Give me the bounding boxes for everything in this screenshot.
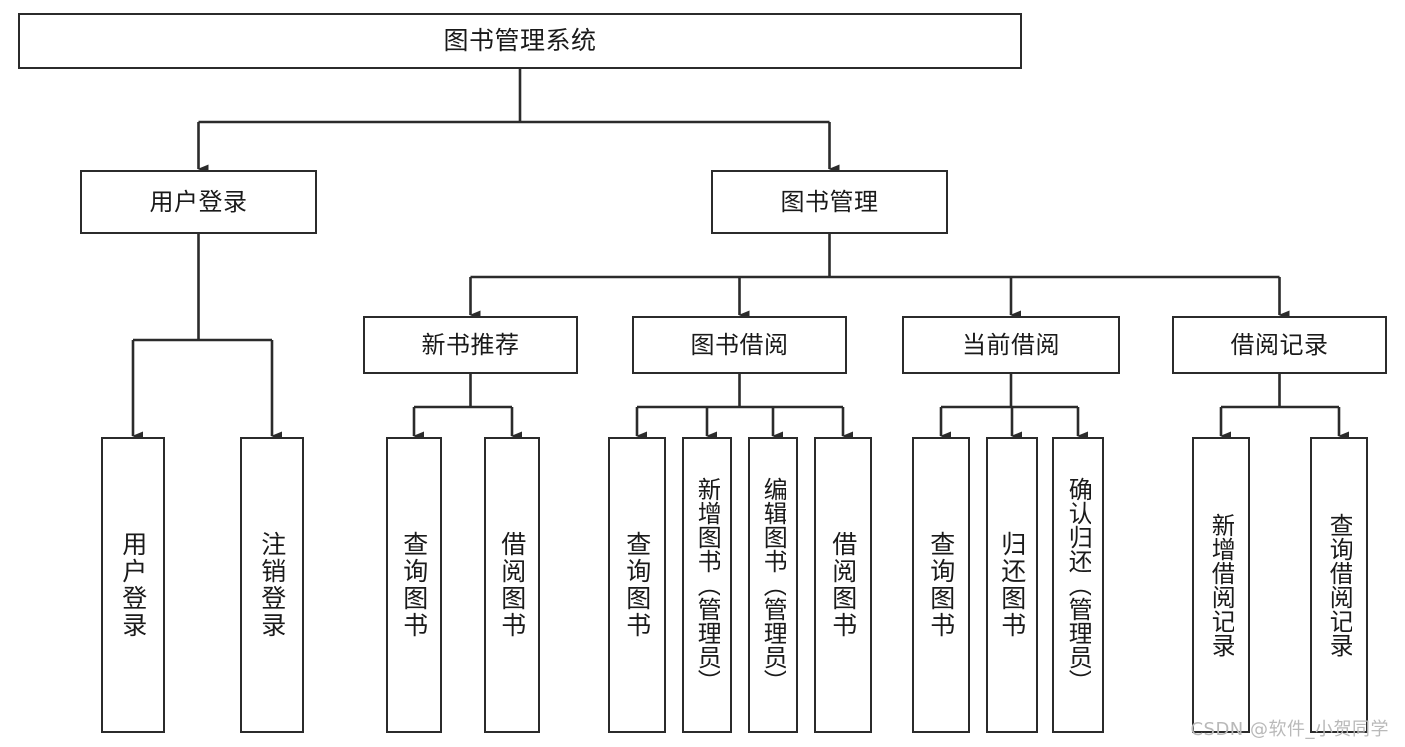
node-leaf-user-logout-label: 注销登录 bbox=[258, 531, 286, 639]
node-new-book-recommend-label: 新书推荐 bbox=[421, 330, 520, 359]
node-leaf-return-book[interactable]: 归还图书 bbox=[986, 437, 1038, 733]
watermark: CSDN @软件_小贺同学 bbox=[1190, 719, 1389, 740]
node-leaf-add-record[interactable]: 新增借阅记录 bbox=[1192, 437, 1250, 733]
node-borrow-record-label: 借阅记录 bbox=[1230, 330, 1329, 359]
node-leaf-borrow-book-2[interactable]: 借阅图书 bbox=[814, 437, 872, 733]
node-leaf-return-book-label: 归还图书 bbox=[998, 531, 1026, 639]
node-leaf-query-book-2-label: 查询图书 bbox=[623, 531, 651, 639]
node-leaf-edit-book[interactable]: 编辑图书（管理员） bbox=[748, 437, 798, 733]
node-leaf-confirm-return-label: 确认归还（管理员） bbox=[1064, 477, 1092, 693]
node-root[interactable]: 图书管理系统 bbox=[18, 13, 1022, 69]
node-book-borrow[interactable]: 图书借阅 bbox=[632, 316, 847, 374]
node-leaf-query-book-2[interactable]: 查询图书 bbox=[608, 437, 666, 733]
node-leaf-query-book-1[interactable]: 查询图书 bbox=[386, 437, 442, 733]
node-leaf-query-book-1-label: 查询图书 bbox=[400, 531, 428, 639]
connector-lines bbox=[131, 69, 1349, 441]
node-leaf-borrow-book-1-label: 借阅图书 bbox=[498, 531, 526, 639]
node-leaf-borrow-book-2-label: 借阅图书 bbox=[829, 531, 857, 639]
node-leaf-add-book-label: 新增图书（管理员） bbox=[693, 477, 721, 693]
node-book-manage-label: 图书管理 bbox=[780, 187, 879, 216]
node-new-book-recommend[interactable]: 新书推荐 bbox=[363, 316, 578, 374]
node-leaf-query-book-3-label: 查询图书 bbox=[927, 531, 955, 639]
node-leaf-confirm-return[interactable]: 确认归还（管理员） bbox=[1052, 437, 1104, 733]
node-leaf-borrow-book-1[interactable]: 借阅图书 bbox=[484, 437, 540, 733]
node-leaf-add-book[interactable]: 新增图书（管理员） bbox=[682, 437, 732, 733]
node-leaf-edit-book-label: 编辑图书（管理员） bbox=[759, 477, 787, 693]
node-book-borrow-label: 图书借阅 bbox=[690, 330, 789, 359]
node-leaf-user-login[interactable]: 用户登录 bbox=[101, 437, 165, 733]
node-current-borrow-label: 当前借阅 bbox=[962, 330, 1060, 359]
node-user-login[interactable]: 用户登录 bbox=[80, 170, 317, 234]
node-leaf-add-record-label: 新增借阅记录 bbox=[1207, 513, 1235, 657]
node-leaf-user-login-label: 用户登录 bbox=[119, 531, 147, 639]
node-root-label: 图书管理系统 bbox=[443, 26, 597, 56]
node-user-login-label: 用户登录 bbox=[149, 187, 248, 216]
node-borrow-record[interactable]: 借阅记录 bbox=[1172, 316, 1387, 374]
node-book-manage[interactable]: 图书管理 bbox=[711, 170, 948, 234]
node-current-borrow[interactable]: 当前借阅 bbox=[902, 316, 1120, 374]
node-leaf-user-logout[interactable]: 注销登录 bbox=[240, 437, 304, 733]
node-leaf-query-book-3[interactable]: 查询图书 bbox=[912, 437, 970, 733]
node-leaf-query-record[interactable]: 查询借阅记录 bbox=[1310, 437, 1368, 733]
node-leaf-query-record-label: 查询借阅记录 bbox=[1325, 513, 1353, 657]
